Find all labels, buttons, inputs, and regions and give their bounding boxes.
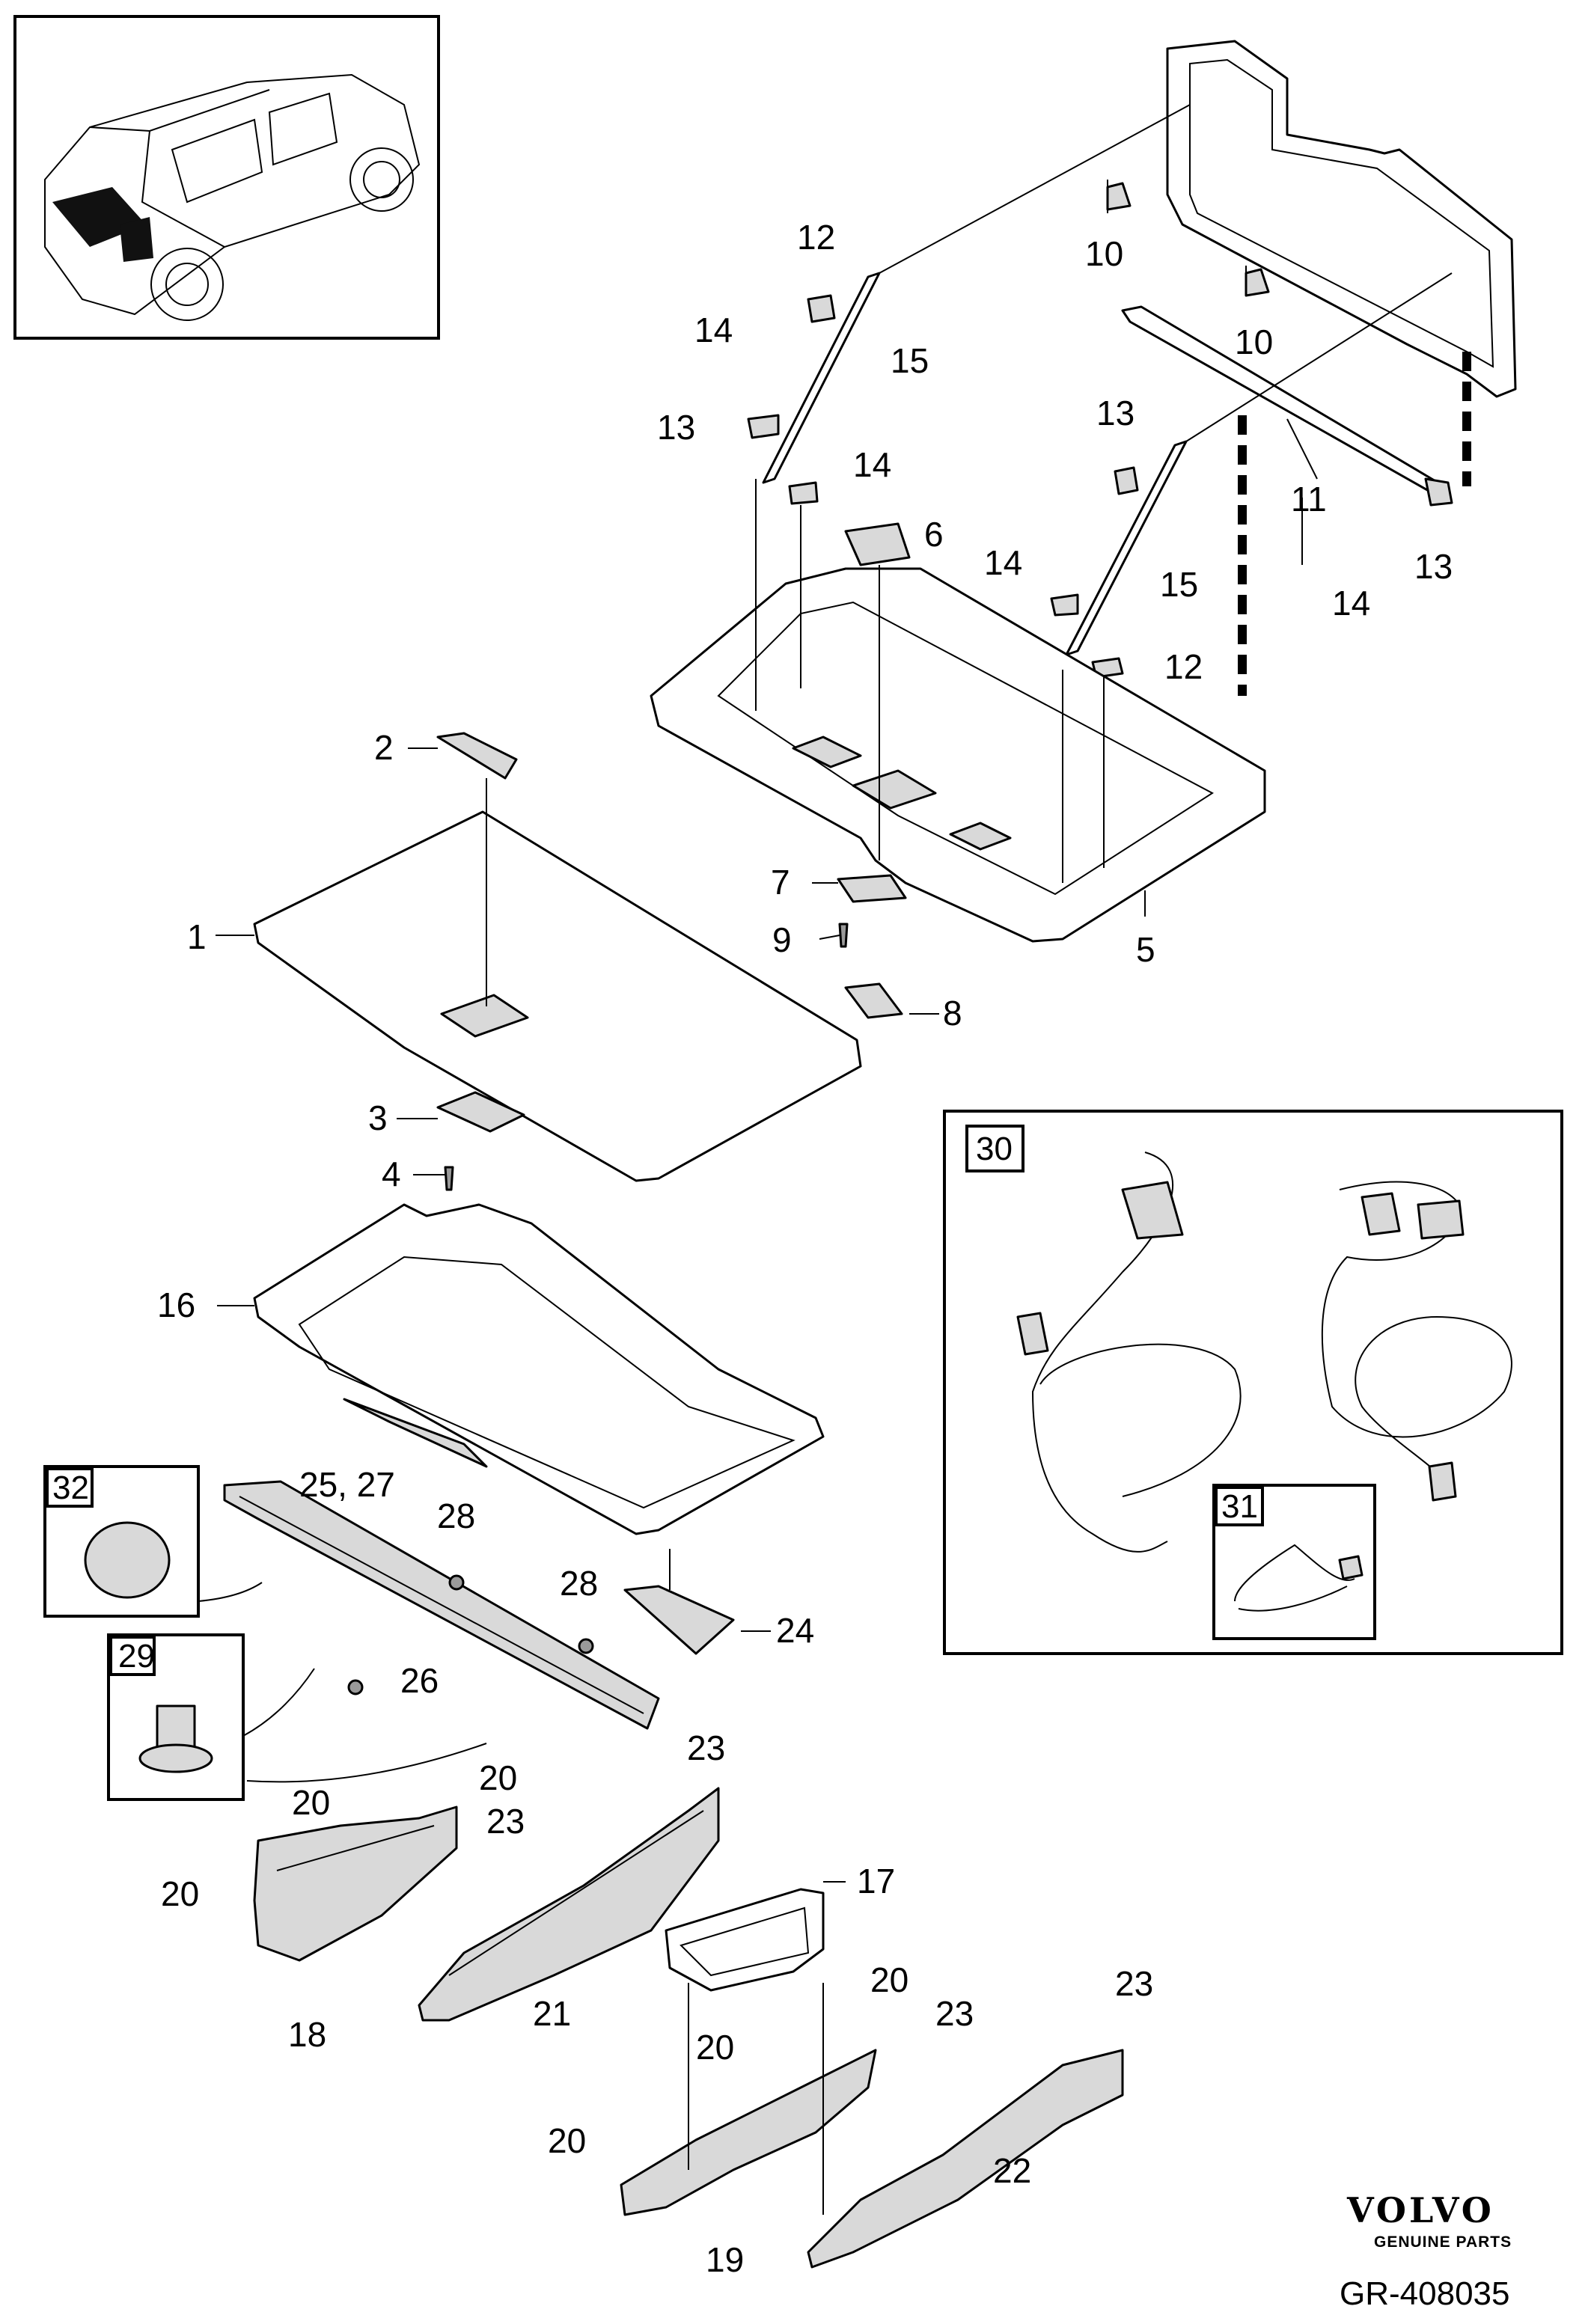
sill-panel-25-27 xyxy=(223,1480,660,1730)
callout-6: 6 xyxy=(924,515,944,554)
tailgate-frame xyxy=(1166,40,1517,398)
inset-label-31: 31 xyxy=(1221,1488,1258,1525)
callout-14a: 14 xyxy=(694,311,733,349)
callout-11: 11 xyxy=(1291,480,1327,519)
callout-20f: 20 xyxy=(548,2121,586,2160)
callout-14d: 14 xyxy=(1332,584,1370,623)
callout-10b: 10 xyxy=(1235,322,1273,361)
callout-10a: 10 xyxy=(1085,234,1123,273)
bracket-10a xyxy=(1106,182,1132,211)
inset-box-31 xyxy=(1212,1484,1376,1640)
clip-28b xyxy=(578,1638,594,1654)
brand-subtitle: GENUINE PARTS xyxy=(1374,2233,1512,2251)
storage-tray-16 xyxy=(253,1203,825,1535)
inset-box-32 xyxy=(43,1465,200,1618)
callout-labels: 1 2 3 4 5 6 7 8 9 10 10 11 12 12 13 13 1… xyxy=(52,218,1453,2279)
callout-13a: 13 xyxy=(657,408,695,447)
clip-26 xyxy=(347,1679,364,1695)
callout-1: 1 xyxy=(187,917,207,956)
inset-box-29 xyxy=(107,1633,245,1801)
callout-19: 19 xyxy=(706,2240,744,2279)
latch-3 xyxy=(436,1091,525,1133)
callout-23b: 23 xyxy=(486,1802,525,1841)
callout-20b: 20 xyxy=(479,1758,517,1797)
callout-20d: 20 xyxy=(870,1960,909,1999)
brand-block: VOLVO GENUINE PARTS GR-408035 xyxy=(1340,2190,1512,2312)
cover-24 xyxy=(623,1585,735,1655)
strap-11 xyxy=(1121,305,1453,507)
latch-7 xyxy=(837,874,907,903)
callout-23c: 23 xyxy=(935,1994,974,2033)
callout-24: 24 xyxy=(776,1611,814,1650)
callout-13c: 13 xyxy=(1414,547,1453,586)
callout-23a: 23 xyxy=(687,1728,725,1767)
bracket-13b xyxy=(1114,466,1139,495)
clip-28a xyxy=(448,1574,465,1591)
bracket-8 xyxy=(844,982,903,1019)
callout-14c: 14 xyxy=(984,543,1022,582)
floor-panel-5 xyxy=(650,567,1266,943)
callout-12a: 12 xyxy=(797,218,835,257)
bracket-10b xyxy=(1245,268,1270,297)
callout-5: 5 xyxy=(1136,930,1155,969)
screw-9 xyxy=(838,923,849,948)
leader-lines xyxy=(216,180,1318,1883)
callout-12b: 12 xyxy=(1164,647,1203,686)
inset-label-32: 32 xyxy=(52,1470,89,1506)
callout-17: 17 xyxy=(857,1862,895,1901)
callout-20c: 20 xyxy=(161,1874,199,1913)
callout-2: 2 xyxy=(374,728,394,767)
callout-16: 16 xyxy=(157,1285,195,1324)
callout-28b: 28 xyxy=(560,1564,598,1603)
callout-22: 22 xyxy=(993,2151,1031,2190)
callout-3: 3 xyxy=(368,1098,388,1137)
trim-panel-21 xyxy=(418,1787,720,2022)
callout-15a: 15 xyxy=(891,341,929,380)
callout-21: 21 xyxy=(533,1994,571,2033)
vehicle-locator-thumbnail xyxy=(13,15,440,340)
callout-4: 4 xyxy=(382,1155,401,1193)
brand-logo: VOLVO xyxy=(1346,2190,1494,2230)
figure-code: GR-408035 xyxy=(1340,2275,1509,2312)
callout-8: 8 xyxy=(943,994,962,1033)
bracket-14a xyxy=(788,481,819,505)
callout-13b: 13 xyxy=(1096,394,1135,432)
callout-7: 7 xyxy=(771,863,790,902)
handle-6 xyxy=(844,522,911,566)
callout-15b: 15 xyxy=(1160,565,1198,604)
callout-26: 26 xyxy=(400,1661,439,1700)
callout-14b: 14 xyxy=(853,445,891,484)
callout-25-27: 25, 27 xyxy=(299,1465,395,1504)
handle-2 xyxy=(436,732,518,780)
screw-4 xyxy=(444,1166,454,1191)
trim-panel-18 xyxy=(253,1805,458,1962)
callout-20e: 20 xyxy=(696,2028,734,2067)
callout-9: 9 xyxy=(772,920,792,959)
inset-label-30: 30 xyxy=(976,1131,1013,1167)
strut-15b xyxy=(1065,440,1188,656)
storage-box-17 xyxy=(665,1888,825,1992)
inset-label-29: 29 xyxy=(118,1638,155,1675)
callout-28a: 28 xyxy=(437,1496,475,1535)
callout-18: 18 xyxy=(288,2015,326,2054)
bracket-12a xyxy=(807,294,836,323)
floor-panel-1 xyxy=(253,810,862,1182)
bracket-13a xyxy=(747,414,780,439)
trim-panel-22 xyxy=(807,2049,1124,2269)
callout-20a: 20 xyxy=(292,1783,330,1822)
bracket-14b xyxy=(1050,593,1079,617)
trim-panel-19 xyxy=(620,2049,877,2216)
strut-15a xyxy=(762,272,881,484)
callout-23d: 23 xyxy=(1115,1964,1153,2003)
